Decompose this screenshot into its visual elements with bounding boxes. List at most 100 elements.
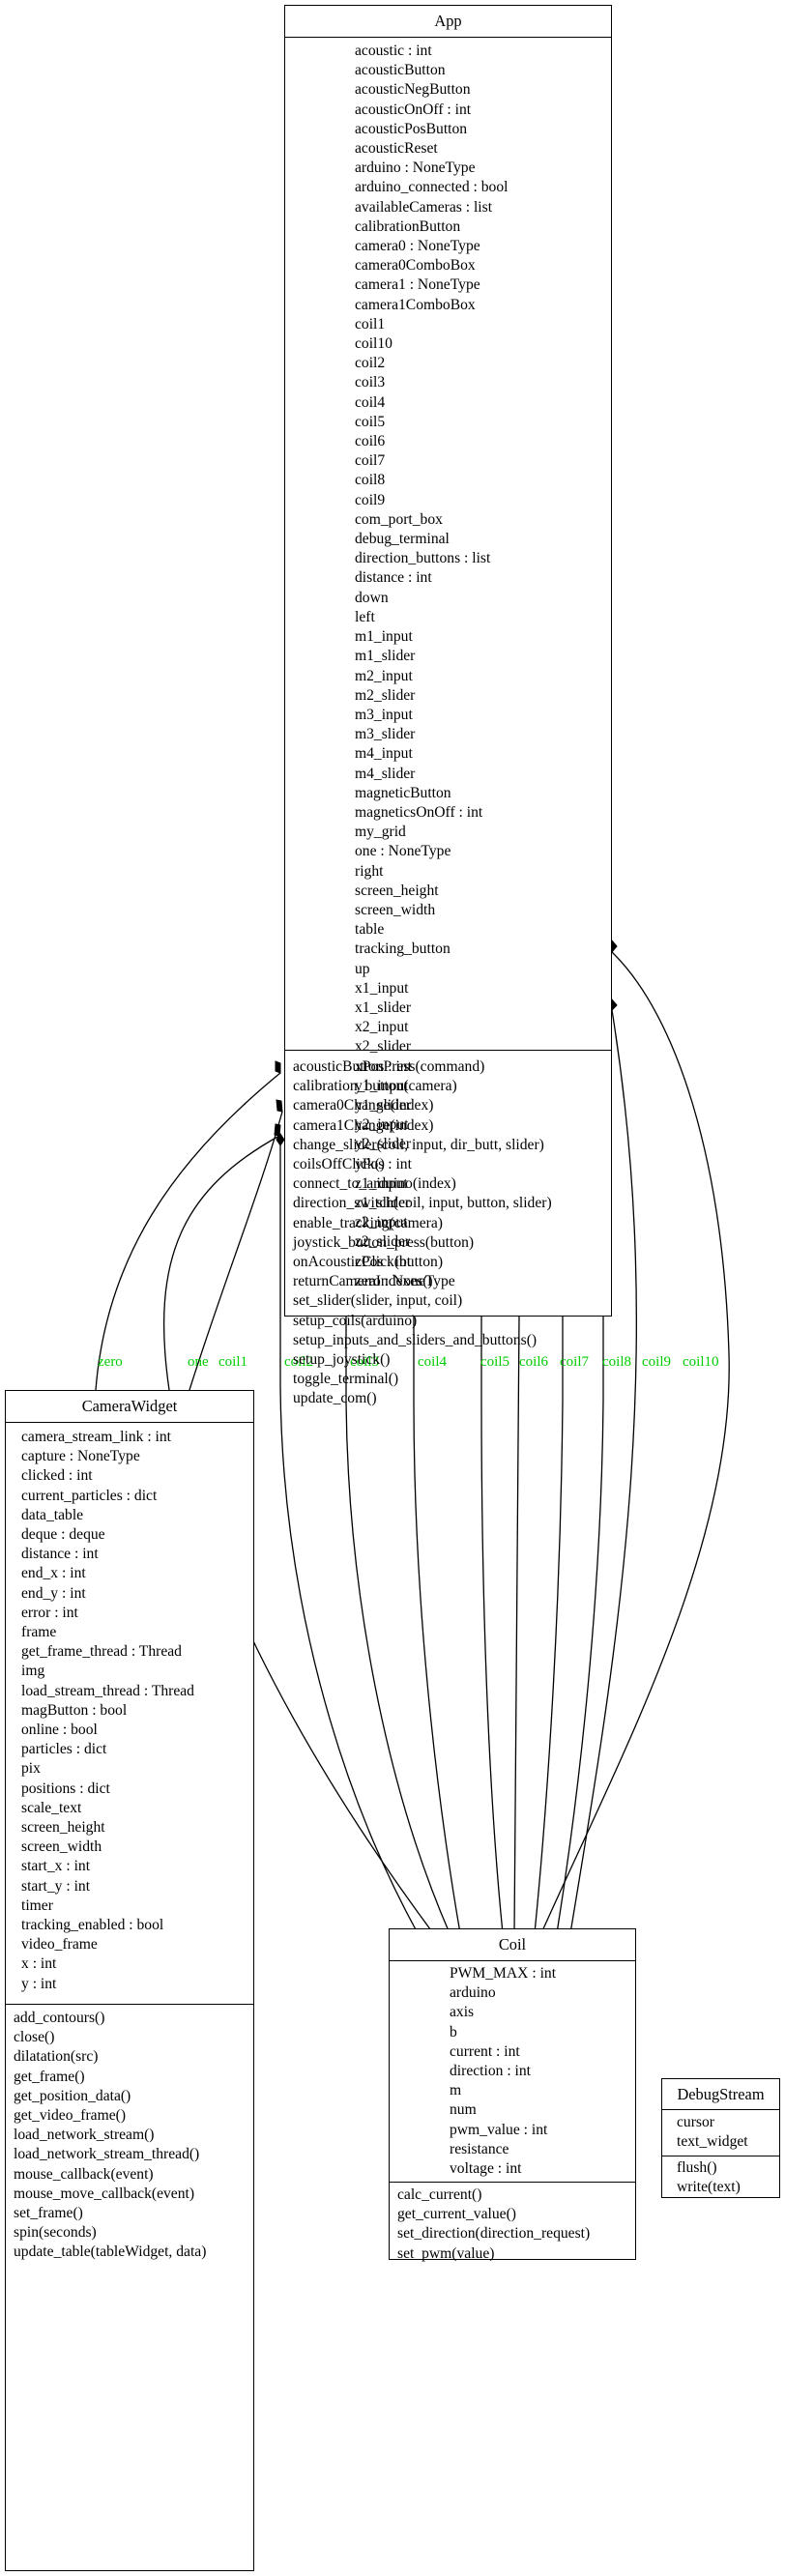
edge-coil8	[556, 1317, 604, 1934]
class-attribute: acoustic : int	[355, 43, 432, 59]
edge-label-coil3: coil3	[350, 1354, 379, 1370]
class-attribute: current_particles : dict	[21, 1487, 158, 1504]
class-method: set_frame()	[14, 2205, 83, 2222]
edge-coil4	[413, 1317, 461, 1934]
class-attribute: coil7	[355, 452, 386, 470]
class-attribute: m4_slider	[355, 765, 416, 782]
class-attribute: m	[450, 2082, 462, 2099]
edge-coil7	[534, 1317, 564, 1934]
class-method: setup_coils(arduino)	[293, 1312, 418, 1329]
edge-coil2	[279, 1145, 419, 1934]
class-attribute: up	[355, 960, 370, 977]
class-attribute: frame	[21, 1624, 57, 1641]
class-attribute: scale_text	[21, 1799, 82, 1816]
class-attribute: pix	[21, 1760, 41, 1778]
edge-label-zero: zero	[98, 1354, 123, 1370]
class-attribute: calibrationButton	[355, 217, 461, 235]
edge-label-coil7: coil7	[560, 1354, 589, 1370]
class-attribute: tracking_enabled : bool	[21, 1917, 164, 1934]
class-attribute: x2_input	[355, 1019, 409, 1036]
edge-coil5	[480, 1317, 504, 1934]
class-attribute: x : int	[21, 1955, 57, 1973]
class-method: load_network_stream_thread()	[14, 2146, 200, 2163]
class-attribute: coil1	[355, 315, 386, 333]
class-attribute: data_table	[21, 1506, 84, 1523]
class-method: write(text)	[677, 2179, 741, 2196]
class-method: calc_current()	[397, 2186, 482, 2203]
class-attribute: direction : int	[450, 2063, 532, 2080]
class-attribute: z1_input	[355, 1174, 408, 1192]
class-method: flush()	[677, 2159, 717, 2176]
class-attribute: xPos : int	[355, 1057, 412, 1075]
class-attribute: m4_input	[355, 745, 413, 763]
class-attribute: current : int	[450, 2042, 520, 2060]
diamond-zero	[275, 1060, 281, 1074]
class-attribute: coil3	[355, 374, 386, 391]
class-method: calibration_button(camera)	[293, 1078, 457, 1095]
class-attribute: coil9	[355, 491, 386, 508]
class-attribute: arduino	[450, 1984, 496, 2002]
class-attribute: com_port_box	[355, 510, 443, 528]
class-attribute: x2_slider	[355, 1038, 412, 1056]
edge-label-coil4: coil4	[418, 1354, 447, 1370]
class-attribute: screen_height	[355, 882, 439, 899]
class-attribute: img	[21, 1663, 45, 1680]
class-method: toggle_terminal()	[293, 1371, 399, 1388]
class-attribute: voltage : int	[450, 2160, 522, 2178]
class-method: dilatation(src)	[14, 2048, 99, 2066]
class-method: get_current_value()	[397, 2206, 516, 2223]
class-attribute: start_x : int	[21, 1858, 91, 1875]
edge-coil10	[540, 951, 730, 1934]
class-method: get_frame()	[14, 2068, 85, 2085]
diamond-one	[276, 1099, 283, 1113]
class-attribute: magneticsOnOff : int	[355, 803, 483, 821]
edge-label-coil10: coil10	[683, 1354, 719, 1370]
class-attribute: m1_slider	[355, 648, 416, 665]
class-attribute: coil5	[355, 413, 386, 430]
class-attribute: x1_slider	[355, 999, 412, 1016]
class-attribute: yPos : int	[355, 1155, 412, 1172]
class-attribute: timer	[21, 1896, 53, 1914]
class-attribute: camera1ComboBox	[355, 296, 476, 313]
edge-label-coil2: coil2	[284, 1354, 313, 1370]
coil-methods: calc_current()get_current_value()set_dir…	[390, 2183, 635, 2264]
class-attribute: y1_slider	[355, 1096, 412, 1114]
edge-label-one: one	[188, 1354, 209, 1370]
class-attribute: down	[355, 589, 389, 606]
class-attribute: camera_stream_link : int	[21, 1429, 172, 1445]
class-attribute: z1_slider	[355, 1194, 411, 1211]
class-attribute: x1_input	[355, 979, 409, 997]
diamond-coil2	[276, 1133, 285, 1146]
debugstream-methods: flush() write(text)	[662, 2156, 779, 2197]
class-method: load_network_stream()	[14, 2127, 155, 2144]
edge-one	[189, 1111, 283, 1391]
class-attribute: my_grid	[355, 824, 406, 841]
edge-coil9	[569, 1009, 638, 1934]
class-attribute: magneticButton	[355, 784, 451, 801]
edge-label-coil8: coil8	[602, 1354, 631, 1370]
class-attribute: coil6	[355, 433, 386, 450]
class-method: spin(seconds)	[14, 2224, 97, 2242]
class-attribute: m3_input	[355, 706, 413, 723]
class-attribute: cursor	[677, 2114, 714, 2130]
class-attribute: get_frame_thread : Thread	[21, 1643, 182, 1661]
class-name-app: App	[285, 6, 611, 38]
class-attribute: acousticNegButton	[355, 81, 471, 99]
class-attribute: coil4	[355, 393, 386, 411]
class-attribute: resistance	[450, 2140, 509, 2157]
class-method: onAcousticClick(button)	[293, 1254, 444, 1271]
class-attribute: particles : dict	[21, 1741, 107, 1758]
class-attribute: screen_height	[21, 1819, 105, 1837]
class-attribute: left	[355, 608, 375, 625]
class-attribute: y2_slider	[355, 1136, 412, 1153]
class-name-camerawidget: CameraWidget	[6, 1391, 253, 1423]
class-attribute: PWM_MAX : int	[450, 1965, 557, 1982]
class-attribute: availableCameras : list	[355, 198, 493, 216]
class-attribute: num	[450, 2101, 477, 2119]
class-attribute: axis	[450, 2004, 475, 2021]
class-method: returnCameraIndexes()	[293, 1273, 433, 1290]
